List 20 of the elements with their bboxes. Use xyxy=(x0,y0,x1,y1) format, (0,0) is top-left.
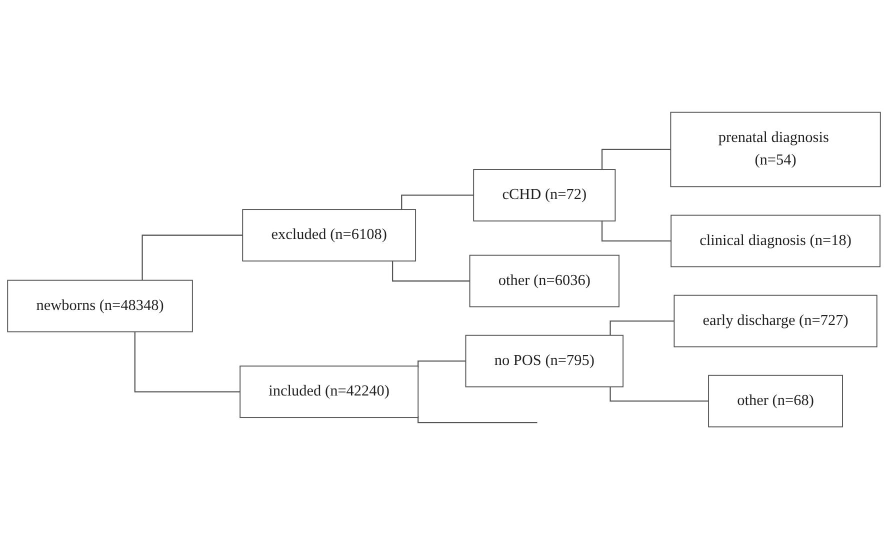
connector xyxy=(601,220,672,242)
connector xyxy=(418,360,466,368)
node-box: other (n=6036) xyxy=(469,254,620,308)
connector xyxy=(418,416,538,424)
node-box: other (n=68) xyxy=(708,374,843,428)
connector xyxy=(601,148,671,170)
connector xyxy=(392,261,470,282)
node-box: early discharge (n=727) xyxy=(674,294,878,348)
connector xyxy=(610,386,709,402)
connector xyxy=(134,332,240,392)
node-box: newborns (n=48348) xyxy=(7,280,193,332)
connector xyxy=(142,234,243,280)
node-box: excluded (n=6108) xyxy=(242,209,416,262)
node-box: prenatal diagnosis (n=54) xyxy=(670,112,881,188)
node-box: no POS (n=795) xyxy=(465,334,624,388)
connector xyxy=(610,320,674,336)
connector xyxy=(401,194,474,210)
node-box: included (n=42240) xyxy=(240,366,419,418)
node-box: clinical diagnosis (n=18) xyxy=(670,214,880,268)
node-box: cCHD (n=72) xyxy=(473,169,616,222)
